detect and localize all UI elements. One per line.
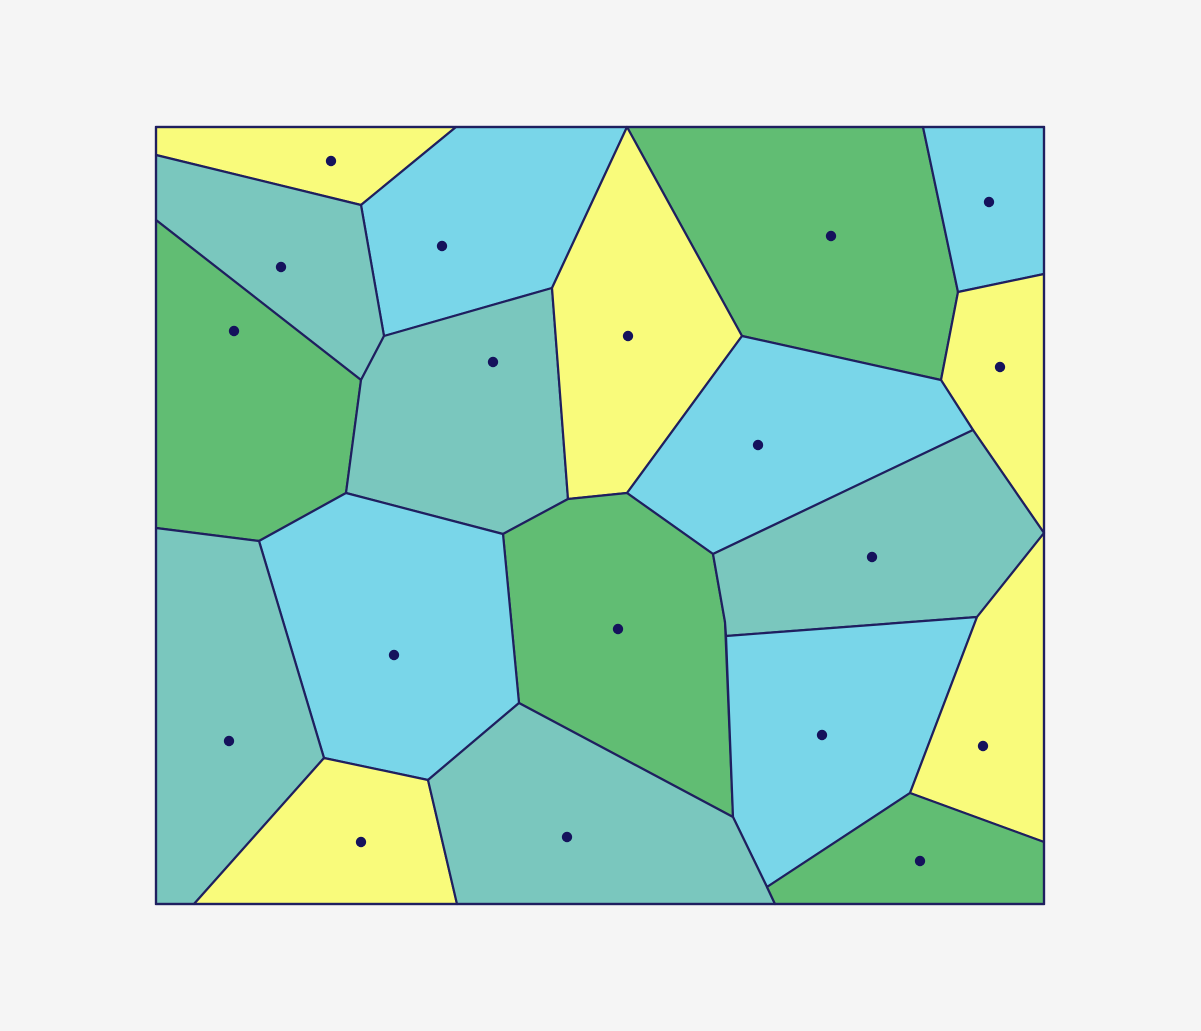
voronoi-site-19 <box>561 831 573 843</box>
voronoi-site-3 <box>825 230 837 242</box>
voronoi-cells <box>154 125 1046 906</box>
voronoi-site-7 <box>487 356 499 368</box>
voronoi-site-6 <box>228 325 240 337</box>
voronoi-site-1 <box>325 155 337 167</box>
voronoi-site-14 <box>223 735 235 747</box>
voronoi-site-2 <box>436 240 448 252</box>
voronoi-site-13 <box>866 551 878 563</box>
voronoi-site-12 <box>388 649 400 661</box>
voronoi-site-20 <box>914 855 926 867</box>
voronoi-site-11 <box>612 623 624 635</box>
voronoi-site-9 <box>994 361 1006 373</box>
voronoi-site-8 <box>622 330 634 342</box>
voronoi-site-18 <box>355 836 367 848</box>
voronoi-site-17 <box>977 740 989 752</box>
voronoi-site-10 <box>752 439 764 451</box>
voronoi-site-5 <box>275 261 287 273</box>
plot-frame <box>154 125 1046 906</box>
voronoi-site-4 <box>983 196 995 208</box>
voronoi-sites <box>223 155 1006 867</box>
voronoi-site-15 <box>816 729 828 741</box>
